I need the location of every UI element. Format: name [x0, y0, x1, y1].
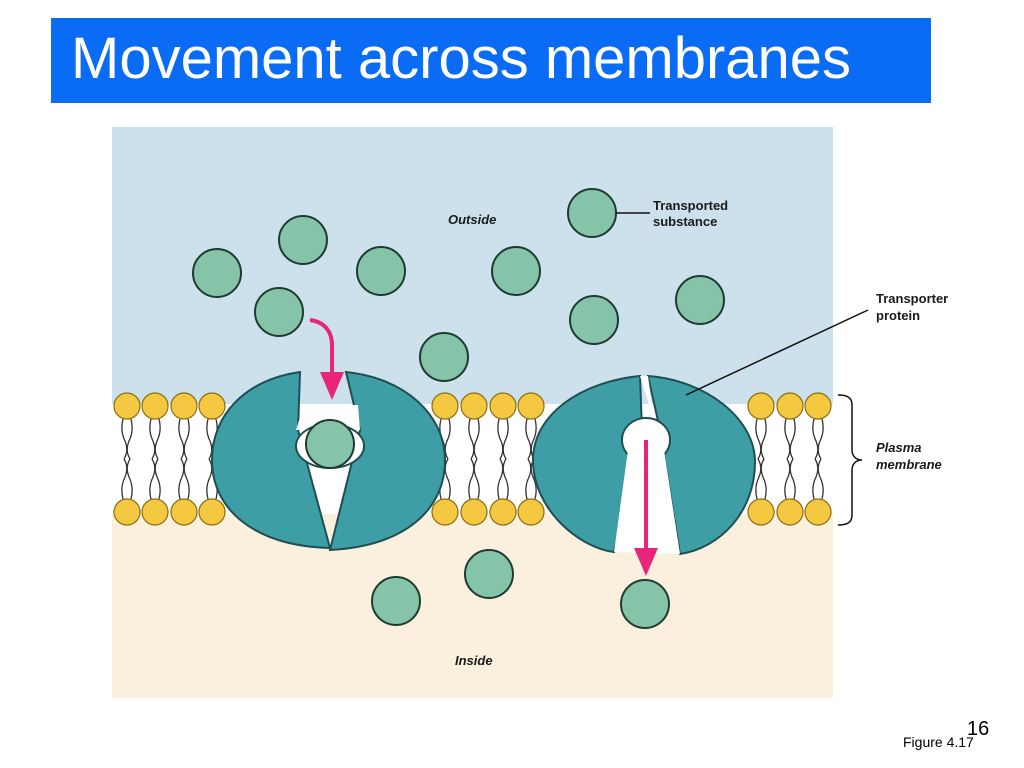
lipid-head [776, 498, 804, 526]
binding-site-left [295, 405, 365, 469]
lipid-head [141, 392, 169, 420]
plasma-membrane-label-1: Plasma [876, 440, 922, 455]
plasma-membrane-brace [837, 394, 863, 526]
lipid-head [170, 392, 198, 420]
inside-label: Inside [455, 653, 493, 668]
lipid-head [431, 498, 459, 526]
lipid-tail [525, 418, 537, 460]
molecule [254, 287, 304, 337]
transporter-protein-label-1: Transporter [876, 291, 948, 306]
lipid-head [460, 498, 488, 526]
molecule [371, 576, 421, 626]
slide-title: Movement across membranes [71, 26, 852, 91]
arrow-into-transporter [309, 318, 344, 400]
transporter-protein-label-2: protein [876, 308, 920, 323]
lipid-tail [755, 458, 767, 500]
lipid-head [489, 392, 517, 420]
lipid-head [141, 498, 169, 526]
lipid-head [776, 392, 804, 420]
leader-line-protein [685, 309, 869, 396]
lipid-tail [121, 458, 133, 500]
molecule [278, 215, 328, 265]
lipid-head [804, 498, 832, 526]
lipid-head [804, 392, 832, 420]
molecule [192, 248, 242, 298]
lipid-head [460, 392, 488, 420]
lipid-head [198, 392, 226, 420]
lipid-tail [121, 418, 133, 460]
lipid-tail [755, 418, 767, 460]
plasma-membrane-label-2: membrane [876, 457, 942, 472]
lipid-head [747, 392, 775, 420]
lipid-tail [784, 418, 796, 460]
lipid-tail [178, 458, 190, 500]
lipid-tail [784, 458, 796, 500]
lipid-head [113, 392, 141, 420]
lipid-tail [497, 458, 509, 500]
transported-substance-label-1: Transported [653, 198, 728, 213]
molecule [491, 246, 541, 296]
lipid-head [170, 498, 198, 526]
molecule [464, 549, 514, 599]
outside-label: Outside [448, 212, 496, 227]
molecules-outside [192, 188, 725, 382]
lipid-head [113, 498, 141, 526]
lipid-head [431, 392, 459, 420]
transported-substance-label-2: substance [653, 214, 717, 229]
lipid-heads [113, 392, 832, 526]
molecule [569, 295, 619, 345]
molecules-inside [371, 549, 670, 629]
lipid-tail [497, 418, 509, 460]
lipid-tail [149, 418, 161, 460]
lipid-tail [178, 418, 190, 460]
molecule [419, 332, 469, 382]
transporter-protein-right [531, 374, 757, 556]
slide-number: 16 [967, 718, 990, 740]
figure-caption: Figure 4.17 [903, 734, 974, 750]
title-banner: Movement across membranes [51, 18, 931, 103]
molecule-bound [305, 419, 355, 469]
molecule [356, 246, 406, 296]
molecule [675, 275, 725, 325]
lipid-tail [812, 458, 824, 500]
lipid-head [517, 392, 545, 420]
lipid-head [489, 498, 517, 526]
lipid-tail [468, 458, 480, 500]
lipid-tail [812, 418, 824, 460]
lipid-head [517, 498, 545, 526]
lipid-head [747, 498, 775, 526]
molecule [620, 579, 670, 629]
lipid-tail [468, 418, 480, 460]
lipid-tail [149, 458, 161, 500]
lipid-tail [525, 458, 537, 500]
molecule [567, 188, 617, 238]
lipid-head [198, 498, 226, 526]
